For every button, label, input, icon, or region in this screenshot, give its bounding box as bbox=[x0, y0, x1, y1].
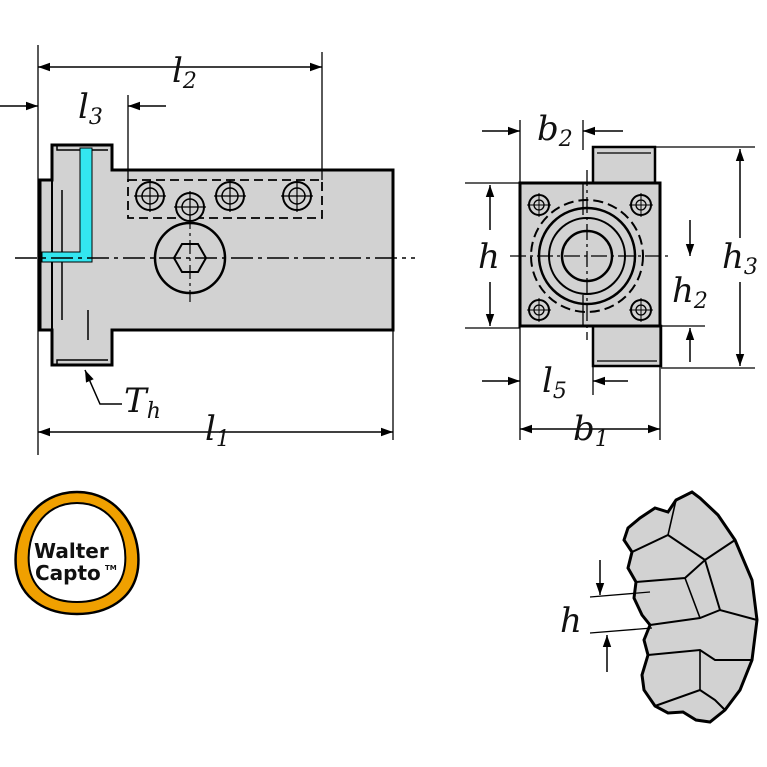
screw-icon bbox=[134, 180, 166, 212]
screw-icon bbox=[527, 298, 551, 322]
label-l5: l5 bbox=[542, 361, 567, 404]
screw-icon bbox=[214, 180, 246, 212]
label-b2: b2 bbox=[537, 109, 573, 152]
label-b1: b1 bbox=[573, 409, 609, 452]
screw-icon bbox=[527, 193, 551, 217]
detail-view: h bbox=[560, 490, 759, 724]
screw-icon bbox=[281, 180, 313, 212]
logo-line1: Walter bbox=[34, 539, 109, 563]
logo-line2: Capto bbox=[35, 561, 101, 585]
label-l2: l2 bbox=[172, 51, 197, 94]
screw-icon bbox=[629, 193, 653, 217]
label-th: Th bbox=[124, 381, 161, 424]
label-h: h bbox=[478, 237, 500, 277]
screw-icon bbox=[629, 298, 653, 322]
hidden-hole-outline bbox=[127, 179, 323, 219]
label-l3: l3 bbox=[78, 87, 103, 130]
label-l1: l1 bbox=[205, 409, 230, 452]
label-h3: h3 bbox=[722, 237, 758, 280]
walter-capto-logo: Walter Capto TM bbox=[14, 490, 140, 616]
polygon-taper-detail bbox=[622, 490, 759, 724]
logo-tm: TM bbox=[105, 564, 117, 572]
front-view: b2 h h3 h2 l5 b1 bbox=[465, 109, 758, 452]
side-view: l2 l3 l1 Th bbox=[0, 45, 415, 455]
thread-leader bbox=[84, 369, 122, 405]
coolant-channel bbox=[41, 147, 93, 263]
label-h2: h2 bbox=[672, 271, 708, 314]
label-detail-h: h bbox=[560, 601, 582, 641]
